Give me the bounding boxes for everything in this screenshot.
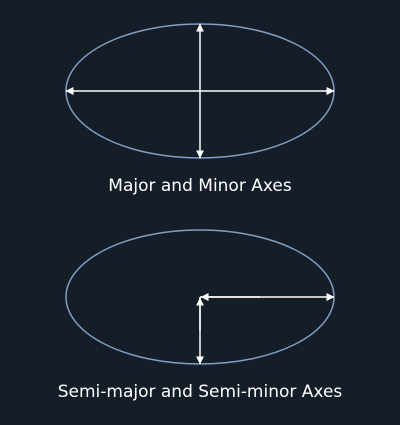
top-caption: Major and Minor Axes (108, 176, 292, 196)
semi-axes-figure: Semi-major and Semi-minor Axes (58, 229, 343, 402)
bottom-caption: Semi-major and Semi-minor Axes (58, 382, 343, 402)
major-minor-axes-figure: Major and Minor Axes (65, 23, 335, 196)
